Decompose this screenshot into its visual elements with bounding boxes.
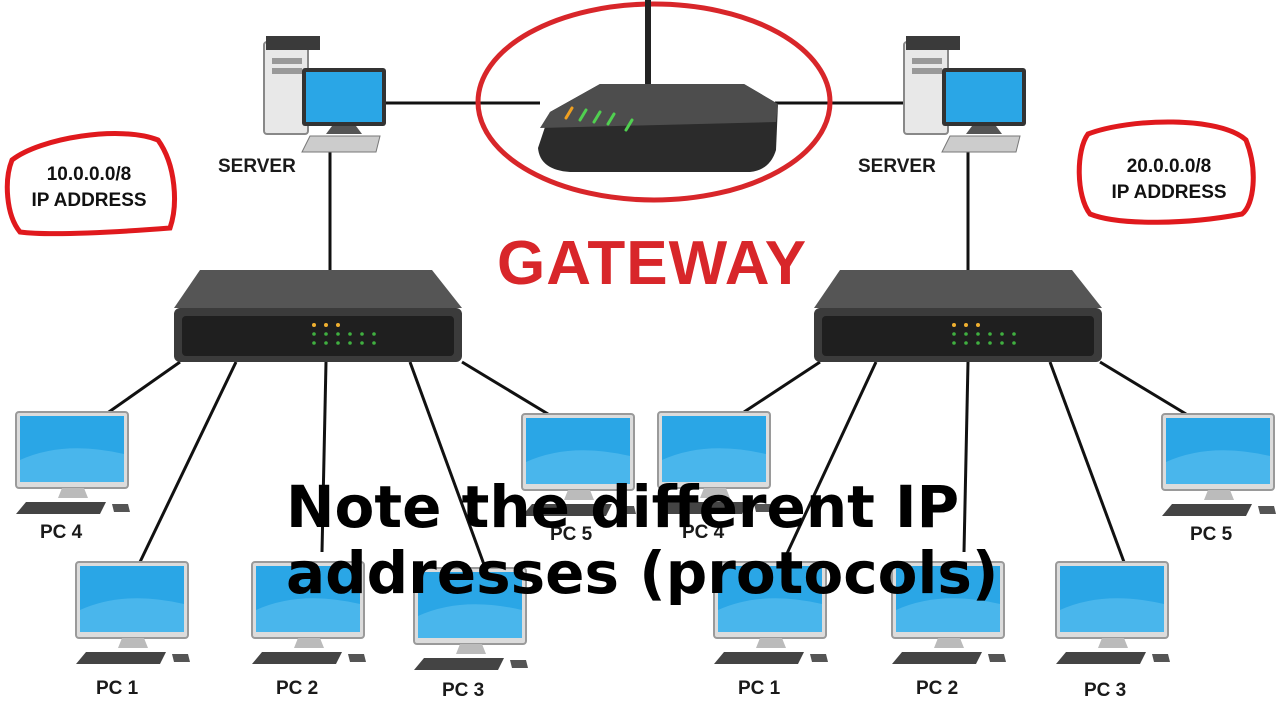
left-ip-note: 10.0.0.0/8 IP ADDRESS (14, 162, 164, 214)
left-ip-circle (4, 131, 177, 237)
left-switch-icon (174, 270, 462, 362)
right-switch-icon (814, 270, 1102, 362)
right-ip-note: 20.0.0.0/8 IP ADDRESS (1094, 154, 1244, 206)
right-pc2-label: PC 2 (916, 678, 959, 699)
left-pc3-label: PC 3 (442, 680, 485, 701)
right-pc3-icon (1055, 561, 1170, 664)
left-pc1-icon (75, 561, 190, 664)
right-pc1-label: PC 1 (738, 678, 781, 699)
wire-right-pc1 (782, 361, 878, 561)
right-pc4-icon (657, 411, 772, 514)
left-server-icon (263, 36, 386, 153)
wire-right-pc4 (743, 360, 821, 414)
note-line-2: addresses (protocols) (286, 539, 999, 607)
note-overlay: Note the different IP addresses (protoco… (286, 474, 998, 606)
left-ip-range: 10.0.0.0/8 (46, 164, 132, 185)
note-line-1: Note the different IP (286, 473, 960, 541)
wire-left-pc3 (408, 361, 488, 571)
wire-right-pc5 (1099, 360, 1187, 416)
right-ip-caption: IP ADDRESS (1111, 182, 1227, 203)
right-pc1-icon (713, 561, 828, 664)
gateway-title: GATEWAY (497, 229, 808, 298)
gateway-circle (475, 1, 833, 203)
red-annotations (4, 1, 1256, 237)
right-ip-range: 20.0.0.0/8 (1126, 156, 1212, 177)
wire-left-pc1 (138, 361, 238, 563)
wire-left-pc5 (461, 360, 549, 416)
right-pc5-icon (1161, 413, 1276, 516)
left-pc5-icon (521, 413, 636, 516)
right-pc4-label: PC 4 (682, 522, 725, 543)
left-pc2-icon (251, 561, 366, 664)
left-server-label: SERVER (218, 156, 296, 177)
right-pc2-icon (891, 561, 1006, 664)
left-pc4-icon (15, 411, 130, 514)
right-pc3-label: PC 3 (1084, 680, 1127, 701)
wire-left-pc2 (320, 361, 328, 553)
right-server-label: SERVER (858, 156, 936, 177)
wire-left-pc4 (105, 360, 181, 416)
left-pc3-icon (413, 567, 528, 670)
left-pc5-label: PC 5 (550, 524, 593, 545)
wire-right-pc2 (962, 361, 970, 553)
wire-right-pc3 (1048, 361, 1126, 563)
right-pc5-label: PC 5 (1190, 524, 1233, 545)
right-server-icon (903, 36, 1026, 153)
left-ip-caption: IP ADDRESS (31, 190, 147, 211)
left-pc4-label: PC 4 (40, 522, 83, 543)
left-pc2-label: PC 2 (276, 678, 319, 699)
right-ip-circle (1076, 119, 1256, 225)
router-icon (538, 0, 778, 172)
left-pc1-label: PC 1 (96, 678, 139, 699)
